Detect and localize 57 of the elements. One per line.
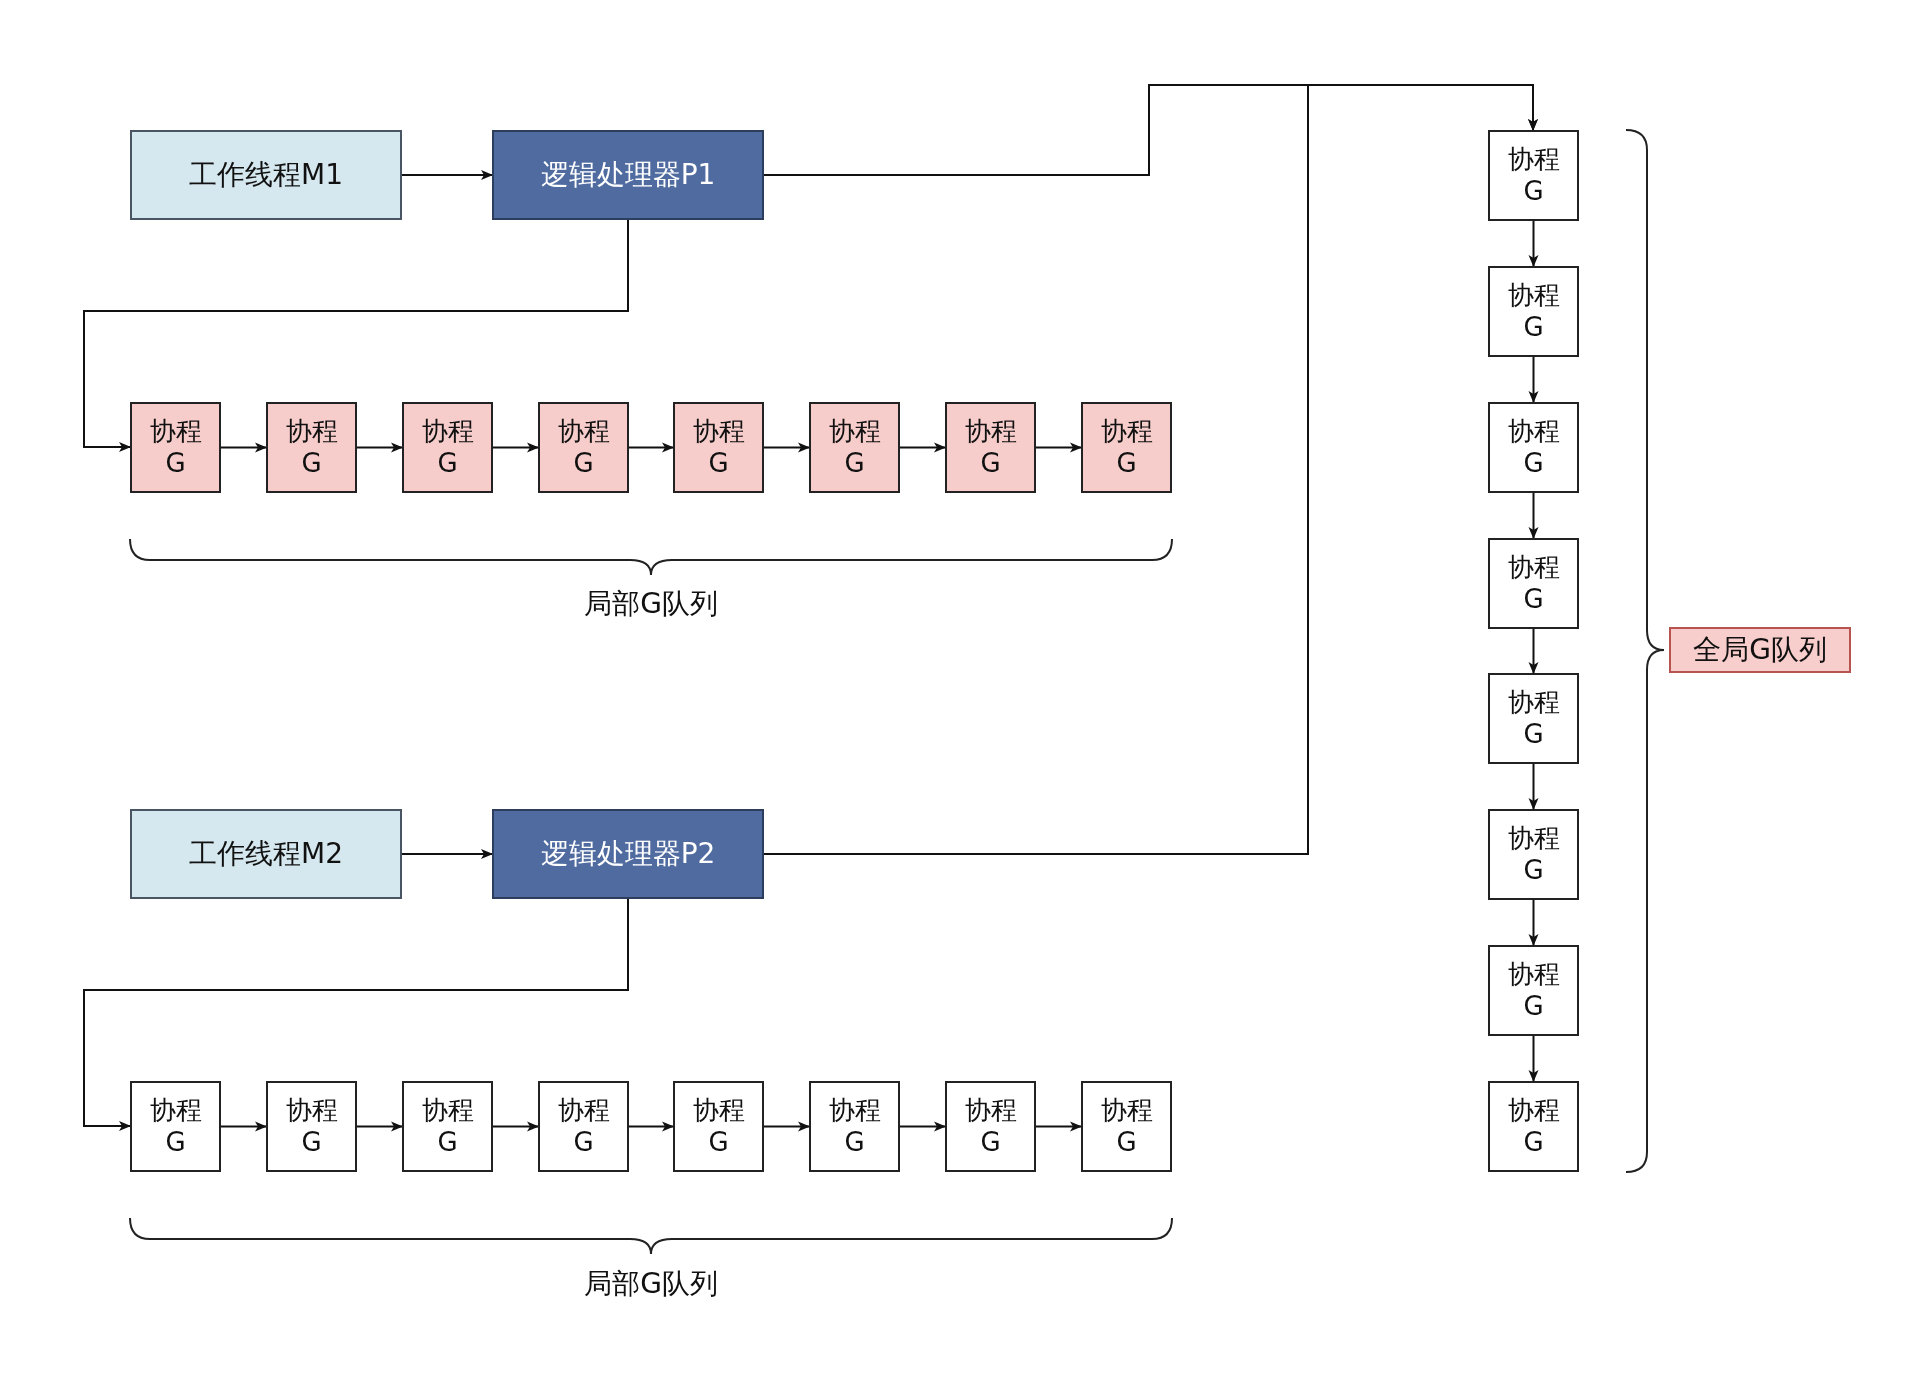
arrow	[1528, 1035, 1539, 1082]
goroutine-box: 协程 G	[673, 1081, 764, 1172]
goroutine-box: 协程 G	[538, 1081, 629, 1172]
goroutine-box: 协程 G	[1488, 673, 1579, 764]
goroutine-box: 协程 G	[1488, 1081, 1579, 1172]
arrow	[763, 442, 810, 453]
arrow	[899, 442, 946, 453]
arrow	[492, 1121, 539, 1132]
goroutine-box: 协程 G	[1488, 809, 1579, 900]
process-box: 逻辑处理器P2	[492, 809, 764, 899]
arrow	[1528, 356, 1539, 403]
goroutine-box: 协程 G	[1488, 538, 1579, 629]
goroutine-box: 协程 G	[945, 402, 1036, 493]
goroutine-box: 协程 G	[945, 1081, 1036, 1172]
goroutine-box: 协程 G	[1488, 266, 1579, 357]
goroutine-box: 协程 G	[809, 402, 900, 493]
arrow	[492, 442, 539, 453]
goroutine-box: 协程 G	[130, 1081, 221, 1172]
arrow	[83, 898, 629, 1131]
arrow	[83, 219, 629, 452]
goroutine-box: 协程 G	[266, 1081, 357, 1172]
arrow	[1528, 763, 1539, 810]
queue-label-box: 全局G队列	[1669, 627, 1851, 673]
arrow	[1035, 1121, 1082, 1132]
brace-label: 局部G队列	[584, 586, 718, 622]
goroutine-box: 协程 G	[1488, 402, 1579, 493]
goroutine-box: 协程 G	[1488, 945, 1579, 1036]
arrow	[763, 1121, 810, 1132]
arrow	[628, 442, 674, 453]
arrow	[1528, 628, 1539, 674]
arrow	[628, 1121, 674, 1132]
arrow	[1035, 442, 1082, 453]
brace-label: 局部G队列	[584, 1266, 718, 1302]
arrow	[1528, 492, 1539, 539]
arrow	[220, 1121, 267, 1132]
process-box: 工作线程M2	[130, 809, 402, 899]
goroutine-box: 协程 G	[266, 402, 357, 493]
goroutine-box: 协程 G	[1081, 1081, 1172, 1172]
goroutine-box: 协程 G	[538, 402, 629, 493]
arrow	[356, 442, 403, 453]
goroutine-box: 协程 G	[809, 1081, 900, 1172]
arrow	[401, 170, 493, 180]
goroutine-box: 协程 G	[402, 402, 493, 493]
goroutine-box: 协程 G	[402, 1081, 493, 1172]
arrow	[401, 849, 493, 859]
arrow	[220, 442, 267, 453]
arrow	[356, 1121, 403, 1132]
arrow	[1528, 899, 1539, 946]
arrow	[899, 1121, 946, 1132]
arrow	[1528, 220, 1539, 267]
process-box: 工作线程M1	[130, 130, 402, 220]
goroutine-box: 协程 G	[1081, 402, 1172, 493]
goroutine-box: 协程 G	[1488, 130, 1579, 221]
goroutine-box: 协程 G	[673, 402, 764, 493]
goroutine-box: 协程 G	[130, 402, 221, 493]
arrow	[763, 84, 1538, 855]
process-box: 逻辑处理器P1	[492, 130, 764, 220]
